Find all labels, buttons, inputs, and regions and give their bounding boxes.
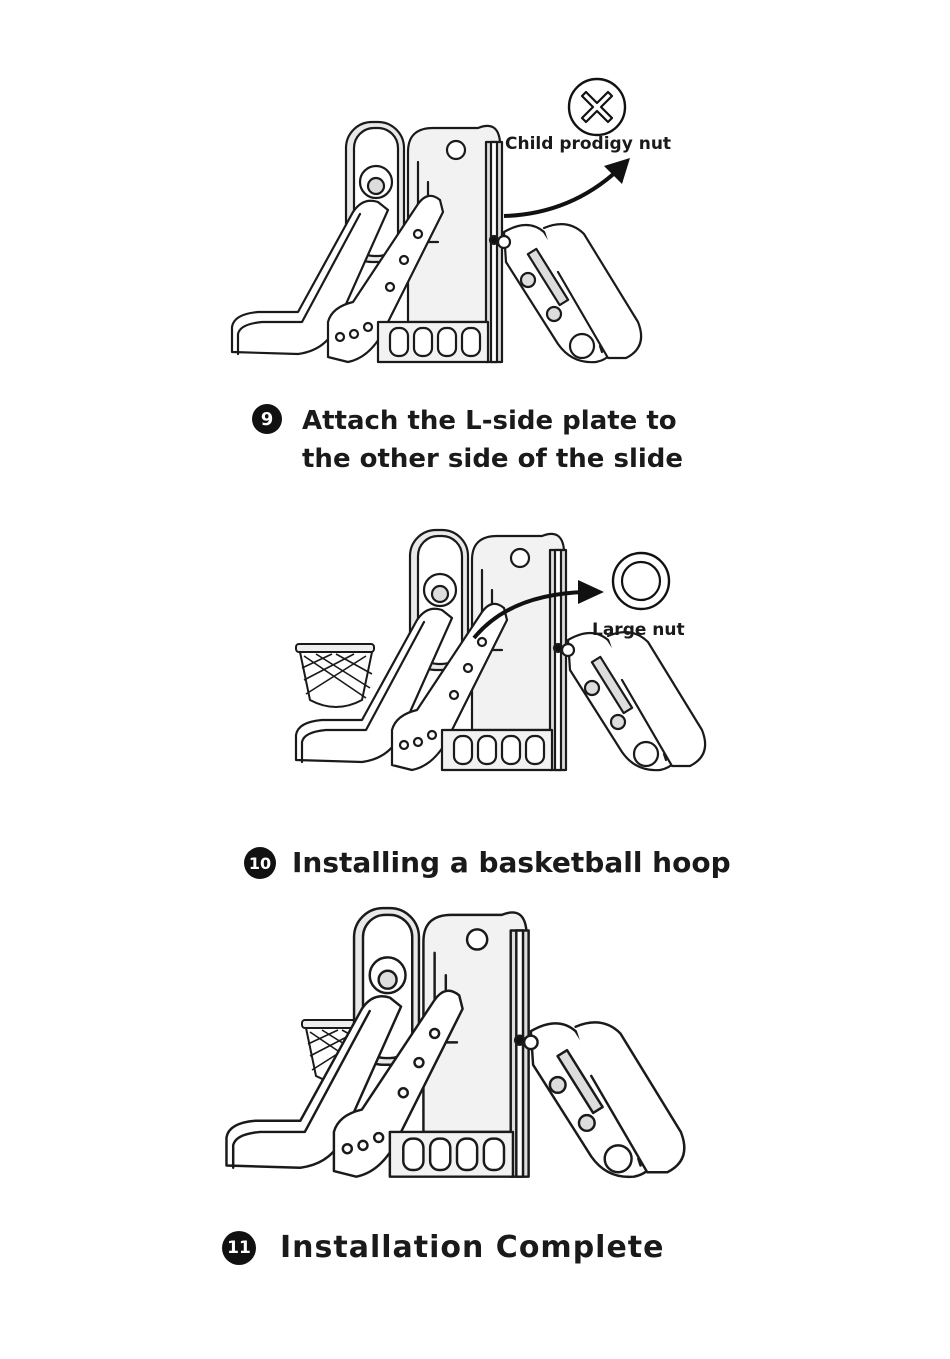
step-9-callout-label: Child prodigy nut [505, 134, 671, 154]
step-10-callout-label: Large nut [592, 620, 685, 640]
step-11-caption-text: Installation Complete [280, 1228, 665, 1268]
cross-nut-icon [566, 76, 628, 138]
step-10-caption-line-1: Installing a basketball hoop [292, 844, 731, 882]
step-10-number-badge: 10 [244, 847, 276, 879]
step-9-number-badge: 9 [252, 404, 282, 434]
step-10-arrow-icon [470, 576, 610, 646]
step-10: Large nut 10 Installing a basketball hoo… [0, 500, 950, 900]
step-9-caption-text: Attach the L-side plate to the other sid… [302, 402, 683, 478]
large-nut-icon [610, 550, 672, 612]
step-9-caption-line-1: Attach the L-side plate to [302, 402, 683, 440]
step-10-caption: 10 Installing a basketball hoop [244, 844, 731, 882]
step-11-number-badge: 11 [222, 1231, 256, 1265]
step-11-caption: 11 Installation Complete [222, 1228, 665, 1268]
step-11: 11 Installation Complete [0, 900, 950, 1359]
step-10-caption-text: Installing a basketball hoop [292, 844, 731, 882]
step-9: Child prodigy nut 9 Attach the L-side pl… [0, 0, 950, 500]
step-11-illustration [222, 900, 692, 1196]
step-9-arrow-icon [500, 150, 640, 230]
step-9-caption: 9 Attach the L-side plate to the other s… [252, 402, 683, 478]
step-11-caption-line-1: Installation Complete [280, 1228, 665, 1268]
step-9-caption-line-2: the other side of the slide [302, 440, 683, 478]
